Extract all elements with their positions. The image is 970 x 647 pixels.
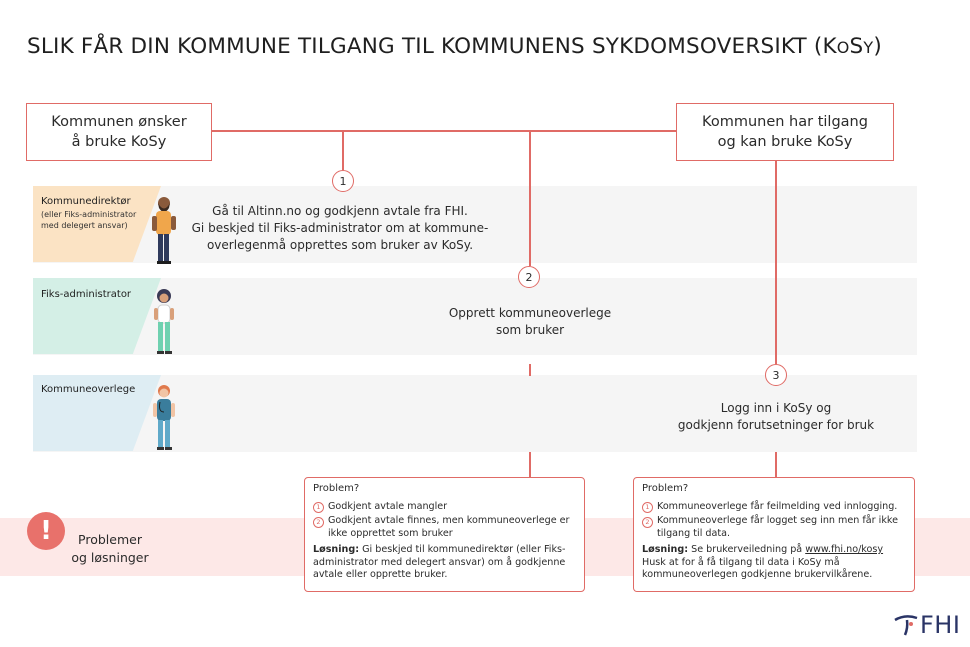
step-number-3: 3	[765, 364, 787, 386]
item-text: Godkjent avtale mangler	[328, 500, 448, 512]
item-text: Kommuneoverlege får logget seg inn men f…	[657, 515, 899, 539]
step-number-2: 2	[518, 266, 540, 288]
problem-heading: Problem?	[313, 483, 360, 494]
step-1-line1: Gå til Altinn.no og godkjenn avtale fra …	[212, 204, 468, 218]
problems-label: Problemer og løsninger	[60, 531, 160, 567]
step-1-line3: overlegenmå opprettes som bruker av KoSy…	[206, 238, 474, 252]
lane-fiks-administrator	[33, 278, 917, 355]
problems-label-line2: og løsninger	[71, 550, 149, 565]
page-title: SLIK FÅR DIN KOMMUNE TILGANG TIL KOMMUNE…	[27, 34, 882, 59]
item-number: 2	[642, 516, 653, 528]
connector-step2	[529, 130, 531, 266]
end-box-line2: og kan bruke KoSy	[717, 134, 853, 150]
step-3-line1: Logg inn i KoSy og	[720, 401, 832, 415]
connector-step3	[775, 161, 777, 364]
list-item: 2 Kommuneoverlege får logget seg inn men…	[642, 515, 906, 540]
step-3-line2: godkjenn forutsetninger for bruk	[677, 418, 875, 432]
person-fiks-administrator-icon	[154, 289, 174, 354]
connector-step2-down	[529, 364, 531, 376]
connector-step1	[342, 130, 344, 170]
step-2-text: Opprett kommuneoverlege som bruker	[420, 305, 640, 339]
lane-kommunedirektor	[33, 186, 917, 263]
item-number: 1	[642, 502, 653, 513]
step-2-line2: som bruker	[495, 323, 565, 337]
step-1-text: Gå til Altinn.no og godkjenn avtale fra …	[180, 203, 500, 254]
problem-heading: Problem?	[642, 483, 689, 494]
fhi-logo-mark-icon	[894, 615, 918, 636]
item-text: Godkjent avtale finnes, men kommuneoverl…	[328, 515, 570, 539]
problem-box-1: Problem? 1 Godkjent avtale mangler 2 God…	[304, 477, 585, 592]
solution-body: Gi beskjed til kommunedirektør (eller Fi…	[313, 544, 566, 580]
end-box: Kommunen har tilgang og kan bruke KoSy	[676, 103, 894, 161]
role-title-kommunedirektor: Kommunedirektør	[41, 196, 131, 207]
step-3-text: Logg inn i KoSy og godkjenn forutsetning…	[660, 400, 892, 434]
problem-box-2: Problem? 1 Kommuneoverlege får feilmeldi…	[633, 477, 915, 592]
step-1-line2: Gi beskjed til Fiks-administrator om at …	[191, 221, 489, 235]
item-number: 2	[313, 516, 324, 528]
role-subtitle-line1: (eller Fiks-administrator	[41, 210, 137, 219]
start-box-line1: Kommunen ønsker	[51, 114, 187, 130]
person-kommunedirektor-icon	[152, 197, 176, 264]
warning-icon: !	[27, 512, 65, 550]
start-box: Kommunen ønsker å bruke KoSy	[26, 103, 212, 161]
person-kommuneoverlege-icon	[153, 385, 175, 450]
problems-label-line1: Problemer	[78, 532, 142, 547]
item-text: Kommuneoverlege får feilmelding ved innl…	[657, 500, 898, 512]
connector-top	[211, 130, 677, 132]
solution-text: Løsning: Gi beskjed til kommunedirektør …	[313, 544, 576, 582]
connector-step3-problem	[775, 452, 777, 477]
solution-rest: Husk at for å få tilgang til data i KoSy…	[642, 556, 873, 581]
solution-text: Løsning: Se brukerveiledning på www.fhi.…	[642, 544, 906, 582]
fhi-logo: FHI	[920, 611, 961, 639]
list-item: 2 Godkjent avtale finnes, men kommuneove…	[313, 515, 576, 540]
role-title-kommuneoverlege: Kommuneoverlege	[41, 384, 136, 395]
item-number: 1	[313, 502, 324, 513]
lane-kommuneoverlege	[33, 375, 917, 452]
end-box-line1: Kommunen har tilgang	[702, 114, 868, 130]
role-subtitle-line2: med delegert ansvar)	[41, 221, 128, 230]
kosy-link[interactable]: www.fhi.no/kosy	[805, 544, 884, 555]
step-2-line1: Opprett kommuneoverlege	[448, 306, 612, 320]
list-item: 1 Godkjent avtale mangler	[313, 500, 576, 513]
connector-step2-problem	[529, 452, 531, 477]
solution-label: Løsning:	[642, 544, 689, 555]
start-box-line2: å bruke KoSy	[71, 134, 167, 150]
list-item: 1 Kommuneoverlege får feilmelding ved in…	[642, 500, 906, 513]
solution-body: Se brukerveiledning på	[688, 544, 806, 555]
solution-label: Løsning:	[313, 544, 360, 555]
step-number-1: 1	[332, 170, 354, 192]
role-title-fiks-administrator: Fiks-administrator	[41, 289, 132, 300]
